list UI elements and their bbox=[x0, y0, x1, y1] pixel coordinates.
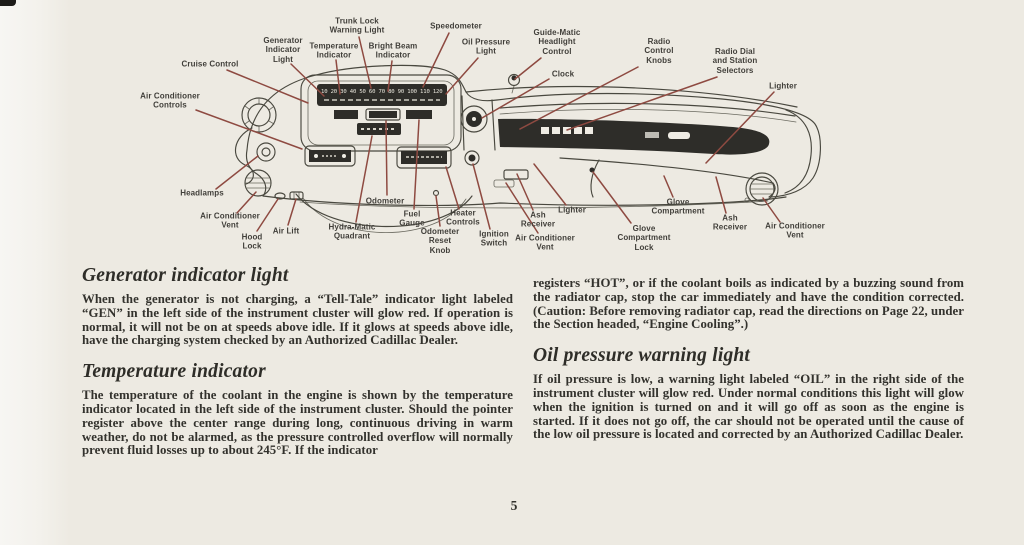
headlamp-knob bbox=[256, 142, 276, 162]
center-vent-shape bbox=[493, 179, 515, 188]
label-guide-matic-headlight-control: Guide-Matic Headlight Control bbox=[533, 27, 581, 56]
label-lighter-center: Lighter bbox=[558, 205, 586, 215]
callout-line bbox=[422, 32, 450, 88]
left-air-vent bbox=[244, 169, 272, 197]
label-oil-pressure-light: Oil Pressure Light bbox=[461, 37, 511, 56]
paragraph-temperature-indicator: The temperature of the coolant in the en… bbox=[82, 388, 513, 458]
label-cruise-control: Cruise Control bbox=[181, 59, 239, 69]
label-radio-dial-station-selectors: Radio Dial and Station Selectors bbox=[712, 46, 758, 75]
ignition-switch-shape bbox=[464, 150, 480, 166]
callout-line bbox=[705, 91, 775, 164]
callout-line bbox=[472, 163, 491, 230]
heater-controls-panel bbox=[396, 146, 452, 169]
paragraph-temperature-continuation: registers “HOT”, or if the coolant boils… bbox=[533, 276, 964, 332]
callout-line bbox=[481, 78, 550, 119]
label-hydra-matic-quadrant: Hydra-Matic Quadrant bbox=[328, 222, 376, 241]
ac-controls-panel bbox=[304, 145, 356, 167]
label-air-lift: Air Lift bbox=[272, 226, 300, 236]
label-air-conditioner-vent-left: Air Conditioner Vent bbox=[200, 211, 260, 230]
instrument-cluster: 10 20 30 40 50 60 70 80 90 100 110 120 bbox=[300, 74, 462, 197]
callout-line bbox=[514, 57, 542, 80]
label-hood-lock: Hood Lock bbox=[241, 232, 263, 251]
callout-line bbox=[385, 120, 388, 196]
label-ignition-switch: Ignition Switch bbox=[479, 229, 509, 248]
label-glove-compartment-lock: Glove Compartment Lock bbox=[617, 223, 671, 252]
callout-line bbox=[413, 119, 420, 210]
callout-line bbox=[256, 198, 279, 232]
glove-compartment-door bbox=[493, 167, 595, 188]
callout-line bbox=[290, 63, 325, 97]
callout-line bbox=[236, 191, 257, 214]
callout-line bbox=[435, 195, 441, 227]
label-bright-beam-indicator: Bright Beam Indicator bbox=[368, 41, 418, 60]
callout-line bbox=[445, 57, 479, 95]
callout-line bbox=[226, 69, 309, 104]
heading-temperature-indicator: Temperature indicator bbox=[82, 361, 266, 383]
glove-lock-shape bbox=[589, 167, 595, 173]
cruise-control-knob bbox=[241, 97, 277, 133]
scan-edge-mark bbox=[0, 0, 16, 6]
odometer-box bbox=[365, 108, 401, 121]
label-glove-compartment: Glove Compartment bbox=[651, 197, 705, 216]
label-speedometer: Speedometer bbox=[430, 21, 482, 31]
callout-line bbox=[287, 198, 297, 226]
ash-receiver-shape bbox=[645, 132, 659, 138]
label-radio-control-knobs: Radio Control Knobs bbox=[644, 36, 674, 65]
gen-telltale-box bbox=[334, 110, 358, 119]
paragraph-oil-pressure-warning-light: If oil pressure is low, a warning light … bbox=[533, 372, 964, 442]
heading-oil-pressure-warning-light: Oil pressure warning light bbox=[533, 345, 751, 367]
label-clock: Clock bbox=[551, 69, 575, 79]
steering-wheel bbox=[295, 193, 473, 233]
callout-line bbox=[335, 59, 341, 95]
label-air-conditioner-vent-center: Air Conditioner Vent bbox=[515, 233, 575, 252]
callout-line bbox=[387, 60, 393, 92]
heading-generator-indicator-light: Generator indicator light bbox=[82, 265, 289, 286]
left-text-column: Generator indicator light When the gener… bbox=[82, 265, 513, 471]
clock-face bbox=[460, 105, 488, 133]
callout-line bbox=[516, 173, 534, 211]
label-temperature-indicator: Temperature Indicator bbox=[309, 41, 359, 60]
label-fuel-gauge: Fuel Gauge bbox=[399, 209, 425, 228]
lighter-shape bbox=[668, 132, 690, 139]
callout-line bbox=[505, 182, 539, 234]
odometer-reset-knob-shape bbox=[432, 189, 440, 197]
center-ash-receiver-shape bbox=[503, 169, 529, 180]
right-air-vent bbox=[744, 172, 779, 206]
fuel-gauge-box bbox=[406, 110, 432, 119]
right-text-column: registers “HOT”, or if the coolant boils… bbox=[533, 276, 964, 455]
radio-panel bbox=[498, 118, 770, 155]
label-generator-indicator-light: Generator Indicator Light bbox=[263, 35, 303, 64]
label-heater-controls: Heater Controls bbox=[446, 208, 480, 227]
callout-line bbox=[445, 166, 460, 210]
hood-lock-shape bbox=[274, 192, 286, 200]
label-odometer: Odometer bbox=[365, 196, 405, 206]
label-ash-receiver-right: Ash Receiver bbox=[712, 213, 748, 232]
paragraph-generator-indicator-light: When the generator is not charging, a “T… bbox=[82, 292, 513, 348]
dashboard-outline bbox=[235, 64, 821, 209]
callout-line bbox=[195, 109, 303, 150]
label-trunk-lock-warning-light: Trunk Lock Warning Light bbox=[329, 16, 385, 35]
dashboard-diagram: 10 20 30 40 50 60 70 80 90 100 110 120 bbox=[0, 0, 1024, 262]
callout-line bbox=[533, 163, 567, 206]
label-lighter-top: Lighter bbox=[769, 81, 797, 91]
label-air-conditioner-controls: Air Conditioner Controls bbox=[140, 91, 200, 110]
label-ash-receiver-center: Ash Receiver bbox=[520, 210, 556, 229]
speedometer-scale: 10 20 30 40 50 60 70 80 90 100 110 120 bbox=[321, 89, 443, 95]
callout-line bbox=[519, 66, 639, 130]
label-odometer-reset-knob: Odometer Reset Knob bbox=[420, 226, 460, 255]
label-air-conditioner-vent-right: Air Conditioner Vent bbox=[765, 221, 825, 240]
callout-line bbox=[715, 176, 727, 214]
callout-lines bbox=[195, 32, 781, 234]
callout-line bbox=[762, 197, 781, 223]
callout-line bbox=[592, 171, 632, 224]
callout-line bbox=[355, 135, 373, 223]
page-number: 5 bbox=[510, 498, 518, 513]
callout-line bbox=[566, 76, 718, 131]
callout-line bbox=[663, 175, 674, 198]
callout-line bbox=[215, 155, 259, 190]
dashboard-illustration: 10 20 30 40 50 60 70 80 90 100 110 120 bbox=[195, 32, 821, 234]
label-headlamps: Headlamps bbox=[180, 188, 224, 198]
callout-line bbox=[358, 36, 372, 89]
